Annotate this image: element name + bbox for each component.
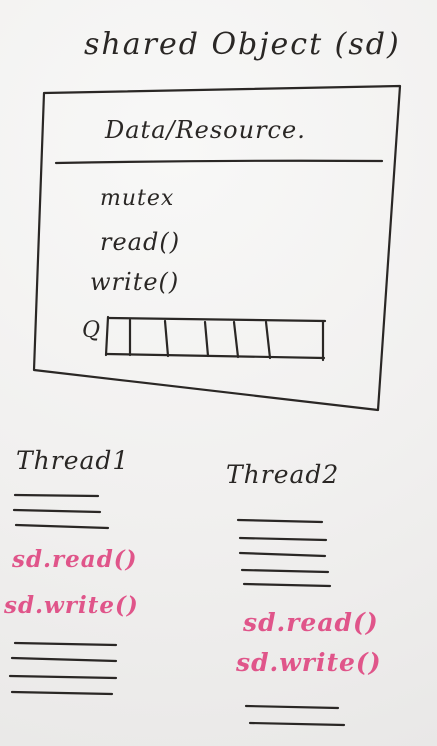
code-line	[238, 536, 328, 542]
member-mutex: mutex	[100, 186, 175, 211]
queue-divider	[203, 320, 210, 358]
thread1-code-lines	[8, 493, 118, 696]
queue-top	[107, 316, 327, 323]
code-line	[8, 674, 118, 680]
code-line	[242, 582, 332, 588]
thread1-call-write: sd.write()	[4, 592, 139, 619]
queue-divider	[232, 320, 240, 359]
code-line	[244, 704, 340, 710]
code-line	[13, 641, 118, 647]
queue-divider	[163, 319, 170, 358]
code-line	[248, 721, 346, 727]
code-line	[236, 518, 324, 524]
code-line	[10, 690, 114, 696]
thread2-call-write: sd.write()	[236, 648, 382, 677]
member-write: write()	[90, 268, 180, 296]
code-line	[10, 656, 118, 663]
shared-object-title: shared Object (sd)	[84, 27, 401, 62]
thread2-code-lines	[236, 518, 346, 727]
thread2-label: Thread2	[226, 460, 340, 489]
thread1-call-read: sd.read()	[12, 546, 138, 573]
code-line	[238, 551, 327, 558]
box-divider	[54, 159, 384, 165]
thread2-call-read: sd.read()	[243, 608, 379, 637]
member-read: read()	[100, 228, 181, 256]
queue-cells	[104, 315, 327, 362]
code-line	[12, 508, 102, 514]
thread1-label: Thread1	[16, 446, 130, 475]
shared-object-box	[32, 84, 402, 412]
code-line	[240, 568, 330, 574]
queue-label: Q	[82, 318, 102, 343]
queue-bottom	[105, 352, 326, 360]
queue-divider	[264, 320, 272, 360]
queue-left	[104, 315, 110, 357]
code-line	[13, 493, 100, 498]
box-heading: Data/Resource.	[105, 116, 306, 144]
code-line	[14, 523, 110, 530]
